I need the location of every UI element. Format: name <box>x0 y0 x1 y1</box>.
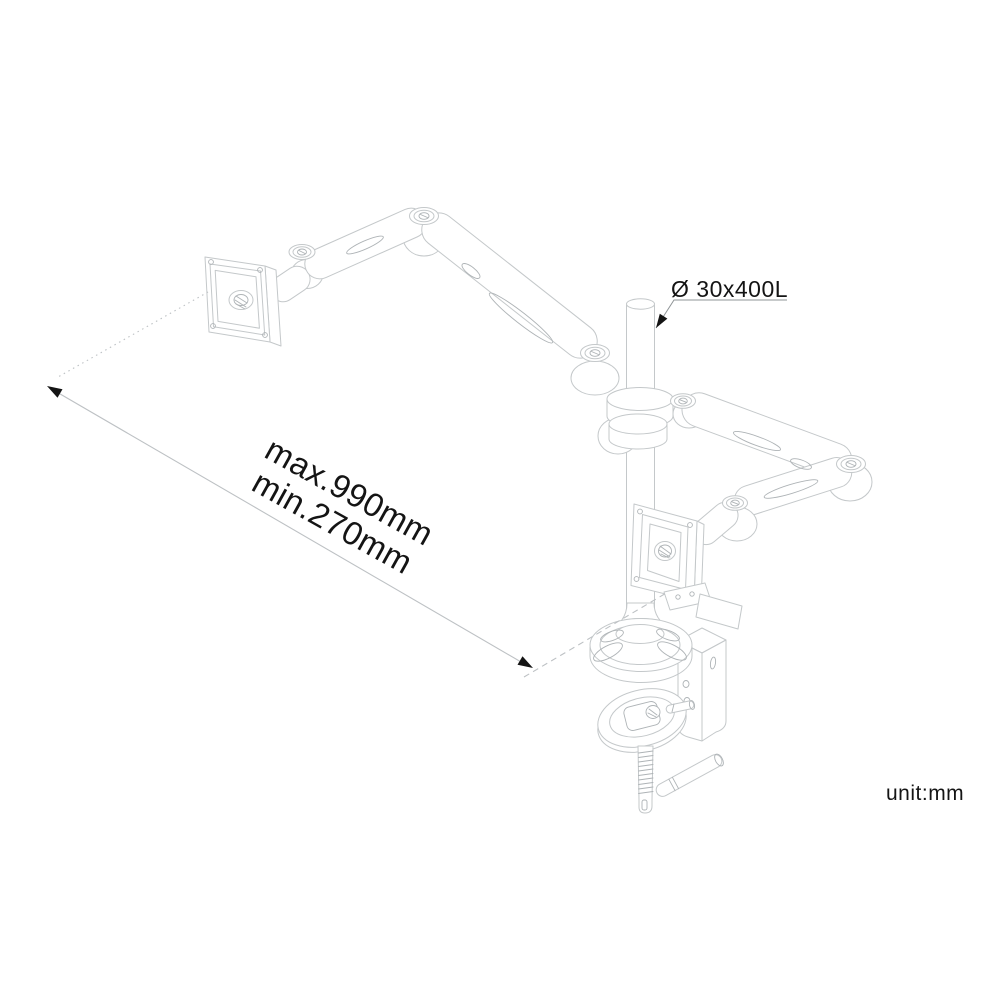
vesa-plate-center-screw <box>654 541 676 561</box>
pole-dimension-label: Ø 30x400L <box>671 276 789 302</box>
wrist2-cap-screw <box>722 495 748 511</box>
clamp-threaded-rod <box>637 745 654 814</box>
dimension-arrow-left <box>47 386 63 398</box>
unit-note-label: unit:mm <box>886 782 965 805</box>
clamp-top-tab <box>663 582 743 630</box>
shoulder2-cap-screw <box>670 393 696 409</box>
shoulder-cap-screw <box>288 244 316 260</box>
vesa-plate-left-screw <box>228 290 254 310</box>
upper-arm-assembly <box>269 207 620 396</box>
clamp-handle <box>655 753 724 797</box>
lower-arm-assembly <box>670 392 873 546</box>
pole-leader-line <box>655 299 787 329</box>
pole-leader-arrow <box>656 313 668 328</box>
extension-line-dashed <box>523 591 669 678</box>
vesa-plate-left <box>204 256 282 347</box>
dimension-annotations <box>47 291 787 678</box>
elbow-cap-screw <box>409 207 439 225</box>
reach-dimension-line <box>54 390 529 667</box>
desk-clamp-base <box>589 582 743 814</box>
wrist-ball-joint <box>570 360 620 396</box>
side-pin-screw <box>665 700 696 714</box>
forearm-segment <box>421 212 598 359</box>
dimension-arrow-right <box>517 656 533 668</box>
extension-line-dotted <box>57 291 209 378</box>
elbow2-cap-screw <box>836 455 866 473</box>
wrist-cap-screw <box>580 344 610 362</box>
base-disc <box>589 618 693 683</box>
